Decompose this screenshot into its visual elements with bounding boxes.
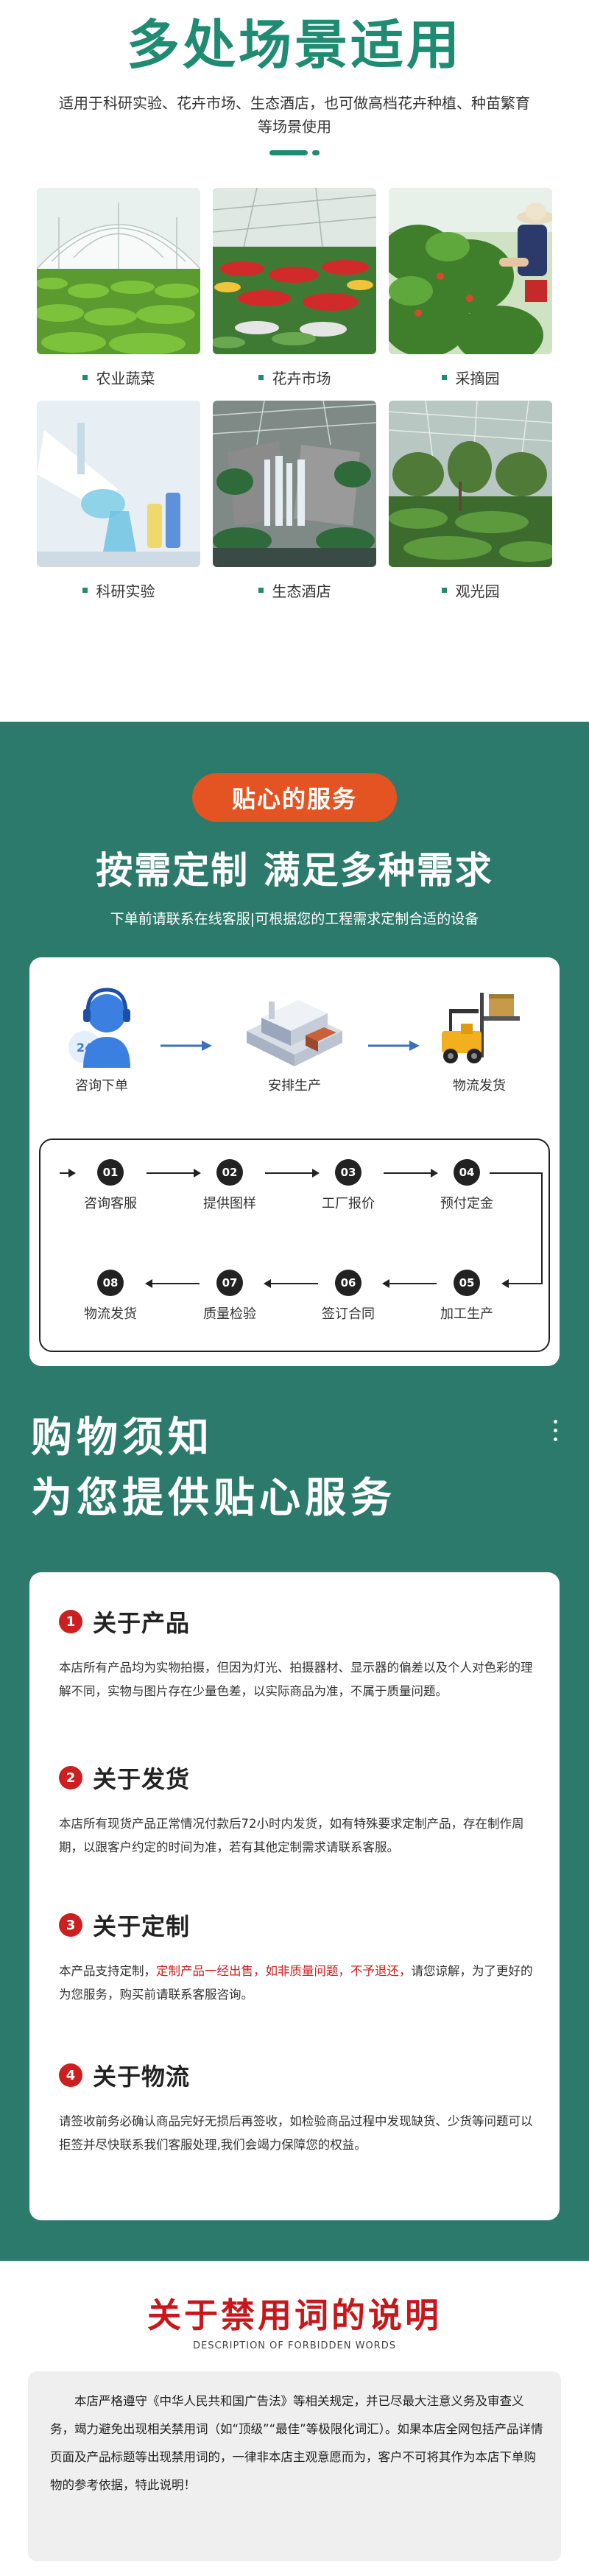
scene-label: 生态酒店 xyxy=(272,583,331,600)
customer-service-icon: 24 xyxy=(46,979,157,1068)
eco-hotel-photo xyxy=(213,401,376,567)
process-card: 24 咨询下单 xyxy=(29,957,560,1366)
more-dots-icon xyxy=(554,1420,558,1446)
scene-tile: 农业蔬菜 xyxy=(37,188,200,401)
forbidden-box: 本店严格遵守《中华人民共和国广告法》等相关规定，并已尽最大注意义务及审查义务，竭… xyxy=(28,2371,561,2561)
service-section: 贴心的服务 按需定制 满足多种需求 下单前请联系在线客服|可根据您的工程需求定制… xyxy=(0,722,589,2261)
stage-label: 物流发货 xyxy=(453,1078,506,1094)
stage-shipping: 物流发货 xyxy=(424,979,535,1094)
scene-tile: 科研实验 xyxy=(37,401,200,613)
service-subtitle: 下单前请联系在线客服|可根据您的工程需求定制合适的设备 xyxy=(110,911,479,927)
forbidden-body: 本店严格遵守《中华人民共和国广告法》等相关规定，并已尽最大注意义务及审查义务，竭… xyxy=(50,2394,543,2492)
scene-tile: 观光园 xyxy=(389,401,552,613)
stage-production: 安排生产 xyxy=(239,979,350,1094)
lab-experiment-photo xyxy=(37,401,200,567)
scenes-intro: 适用于科研实验、花卉市场、生态酒店，也可做高档花卉种植、种苗繁育等场景使用 xyxy=(59,94,530,136)
service-title: 按需定制 满足多种需求 xyxy=(96,849,493,892)
forbidden-words-section: 关于禁用词的说明 DESCRIPTION OF FORBIDDEN WORDS … xyxy=(0,2261,589,2576)
scene-tile: 采摘园 xyxy=(389,188,552,401)
forbidden-title: 关于禁用词的说明 xyxy=(147,2295,442,2335)
forklift-icon xyxy=(424,979,535,1068)
stage-consult: 24 咨询下单 xyxy=(46,979,157,1094)
stage-label: 安排生产 xyxy=(268,1078,321,1094)
title-divider xyxy=(0,150,589,156)
scenes-title: 多处场景适用 xyxy=(126,14,462,76)
scene-label: 观光园 xyxy=(455,583,500,600)
scenes-section: 多处场景适用 适用于科研实验、花卉市场、生态酒店，也可做高档花卉种植、种苗繁育等… xyxy=(0,0,589,722)
service-badge: 贴心的服务 xyxy=(192,773,397,822)
stage-label: 咨询下单 xyxy=(75,1078,128,1094)
flower-market-photo xyxy=(213,188,376,354)
scene-label: 花卉市场 xyxy=(272,370,331,387)
arrow-right-icon xyxy=(161,1041,212,1051)
notice-title: 购物须知 为您提供贴心服务 xyxy=(31,1414,396,1522)
scene-grid: 农业蔬菜 花卉市场 xyxy=(37,188,552,613)
greenhouse-vegetables-photo xyxy=(37,188,200,354)
scene-label: 农业蔬菜 xyxy=(96,370,155,387)
factory-icon xyxy=(239,979,350,1068)
scene-tile: 花卉市场 xyxy=(213,188,376,401)
scene-label: 科研实验 xyxy=(96,583,155,600)
arrow-right-icon xyxy=(368,1041,420,1051)
forbidden-subtitle: DESCRIPTION OF FORBIDDEN WORDS xyxy=(193,2340,396,2351)
scene-tile: 生态酒店 xyxy=(213,401,376,613)
sightseeing-garden-photo xyxy=(389,401,552,567)
picking-garden-photo xyxy=(389,188,552,354)
scene-label: 采摘园 xyxy=(455,370,500,387)
